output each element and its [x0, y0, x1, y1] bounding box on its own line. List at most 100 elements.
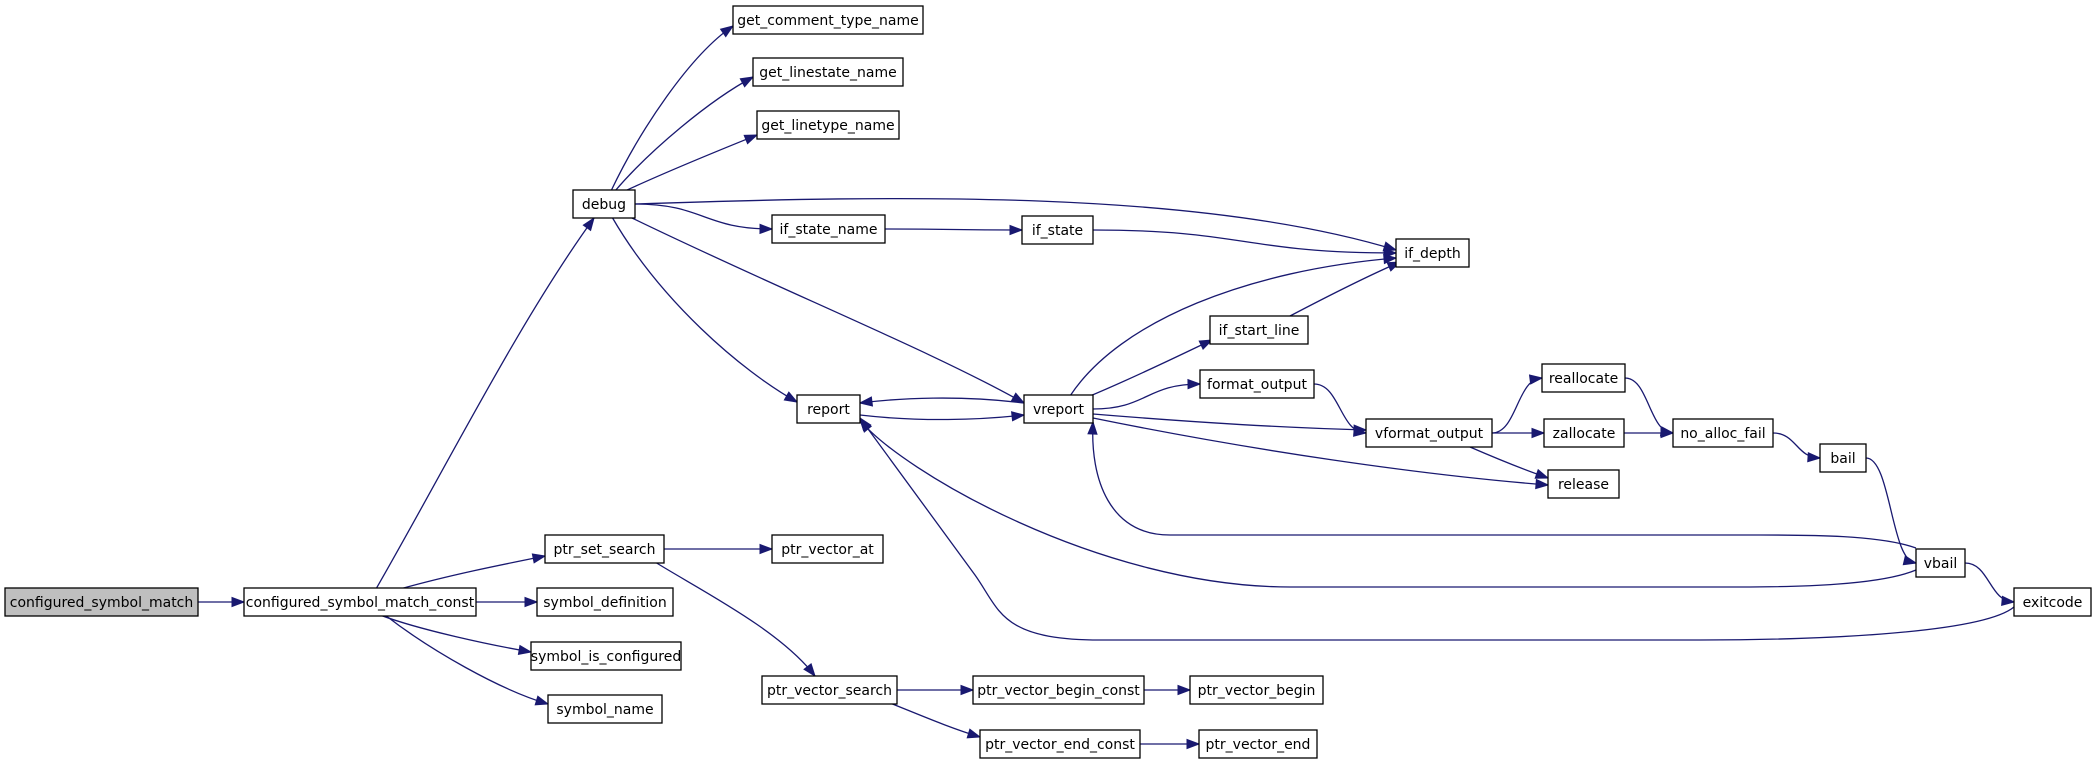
node-box: [547, 694, 663, 724]
edge-arrowhead: [1353, 426, 1368, 437]
node-no-alloc-fail[interactable]: no_alloc_fail: [1672, 418, 1774, 448]
edge-line: [1092, 421, 1917, 549]
edge-if_state-to-if_depth: [1092, 229, 1398, 259]
edge-debug-to-get_linestate_name: [614, 76, 755, 192]
node-exitcode[interactable]: exitcode: [2013, 587, 2092, 617]
edge-line: [1092, 383, 1201, 410]
node-label: exitcode: [2023, 595, 2083, 611]
node-if-start-line[interactable]: if_start_line: [1209, 315, 1309, 345]
node-debug[interactable]: debug: [572, 189, 636, 219]
node-label: ptr_vector_begin: [1198, 683, 1316, 699]
edge-arrowhead: [1902, 555, 1918, 566]
node-box: [1189, 675, 1324, 705]
edge-vreport-to-vformat_output: [1092, 413, 1368, 435]
node-box: [536, 587, 674, 617]
node-box: [1819, 443, 1867, 473]
node-if-state-name[interactable]: if_state_name: [771, 214, 886, 244]
node-vbail[interactable]: vbail: [1915, 548, 1966, 578]
node-box: [979, 729, 1141, 759]
edge-arrowhead: [1807, 451, 1822, 463]
edge-line: [859, 414, 1025, 421]
edge-line: [1092, 417, 1549, 486]
edge-arrowhead: [1177, 684, 1192, 696]
edge-ptr_vector_search-to-ptr_vector_end_const: [889, 702, 982, 739]
edge-vreport-to-format_output: [1092, 378, 1202, 410]
node-vformat-output[interactable]: vformat_output: [1365, 418, 1493, 448]
node-box: [1672, 418, 1774, 448]
node-if-depth[interactable]: if_depth: [1395, 238, 1470, 268]
node-ptr-vector-begin[interactable]: ptr_vector_begin: [1189, 675, 1324, 705]
edge-ptr_set_search-to-ptr_vector_search: [654, 561, 816, 678]
edge-line: [1089, 339, 1213, 397]
node-label: get_linestate_name: [759, 65, 896, 81]
edge-line: [384, 614, 549, 705]
edge-line: [634, 197, 1397, 251]
edge-arrowhead: [1009, 224, 1024, 236]
edge-ptr_vector_search-to-ptr_vector_begin_const: [896, 684, 975, 696]
edge-arrowhead: [1087, 420, 1098, 435]
edge-ptr_vector_end_const-to-ptr_vector_end: [1140, 738, 1201, 750]
node-get-linetype-name[interactable]: get_linetype_name: [756, 110, 900, 140]
edge-if_state_name-to-if_state: [884, 224, 1024, 236]
edge-arrowhead: [582, 216, 595, 232]
node-ptr-vector-at[interactable]: ptr_vector_at: [771, 534, 884, 564]
edge-line: [624, 134, 758, 192]
node-label: ptr_set_search: [553, 542, 655, 558]
edge-arrowhead: [759, 223, 774, 235]
node-ptr-vector-begin-const[interactable]: ptr_vector_begin_const: [972, 675, 1145, 705]
node-label: zallocate: [1553, 426, 1616, 442]
edge-vformat_output-to-zallocate: [1491, 427, 1546, 439]
edge-line: [1092, 413, 1367, 431]
node-box: [771, 214, 886, 244]
node-ptr-vector-end[interactable]: ptr_vector_end: [1198, 729, 1318, 759]
node-report[interactable]: report: [796, 394, 861, 424]
edge-ptr_vector_begin_const-to-ptr_vector_begin: [1143, 684, 1192, 696]
edge-vreport-to-if_start_line: [1089, 339, 1214, 397]
node-label: format_output: [1207, 377, 1307, 393]
node-ptr-vector-search[interactable]: ptr_vector_search: [761, 675, 898, 705]
edge-arrowhead: [719, 25, 735, 38]
node-reallocate[interactable]: reallocate: [1541, 363, 1626, 393]
edge-zallocate-to-no_alloc_fail: [1623, 427, 1675, 439]
node-box: [530, 641, 682, 671]
edge-line: [1092, 229, 1397, 254]
node-label: ptr_vector_begin_const: [977, 683, 1140, 699]
node-zallocate[interactable]: zallocate: [1543, 418, 1625, 448]
node-symbol-is-configured[interactable]: symbol_is_configured: [530, 641, 682, 671]
edge-ptr_set_search-to-ptr_vector_at: [664, 543, 774, 555]
node-ptr-set-search[interactable]: ptr_set_search: [544, 534, 665, 564]
edge-configured_symbol_match_const-to-symbol_name: [384, 614, 550, 706]
node-symbol-name[interactable]: symbol_name: [547, 694, 663, 724]
node-vreport[interactable]: vreport: [1023, 394, 1094, 424]
edge-arrowhead: [1535, 478, 1550, 490]
node-box: [796, 394, 861, 424]
edge-vreport-to-report: [858, 396, 1025, 407]
node-label: ptr_vector_at: [781, 542, 874, 558]
node-configured-symbol-match[interactable]: configured_symbol_match: [4, 587, 199, 617]
node-ptr-vector-end-const[interactable]: ptr_vector_end_const: [979, 729, 1141, 759]
edge-line: [375, 217, 595, 590]
node-label: no_alloc_fail: [1680, 426, 1765, 442]
node-symbol-definition[interactable]: symbol_definition: [536, 587, 674, 617]
node-configured-symbol-match-const[interactable]: configured_symbol_match_const: [243, 587, 477, 617]
node-get-linestate-name[interactable]: get_linestate_name: [752, 57, 904, 87]
node-box: [1547, 469, 1620, 499]
node-format-output[interactable]: format_output: [1199, 369, 1315, 399]
node-bail[interactable]: bail: [1819, 443, 1867, 473]
edge-debug-to-if_state_name: [634, 203, 774, 235]
node-box: [732, 5, 924, 35]
edge-line: [884, 228, 1023, 231]
node-release[interactable]: release: [1547, 469, 1620, 499]
edge-arrowhead: [1534, 468, 1550, 479]
node-if-state[interactable]: if_state: [1021, 215, 1094, 245]
edge-line: [859, 417, 2015, 641]
node-get-comment-type-name[interactable]: get_comment_type_name: [732, 5, 924, 35]
node-label: configured_symbol_match_const: [246, 595, 475, 611]
edge-debug-to-report: [611, 216, 799, 403]
node-box: [771, 534, 884, 564]
node-box: [1541, 363, 1626, 393]
edge-arrowhead: [743, 134, 759, 145]
edge-configured_symbol_match_const-to-ptr_set_search: [399, 553, 547, 590]
node-label: vformat_output: [1375, 426, 1484, 442]
edge-line: [634, 203, 773, 230]
